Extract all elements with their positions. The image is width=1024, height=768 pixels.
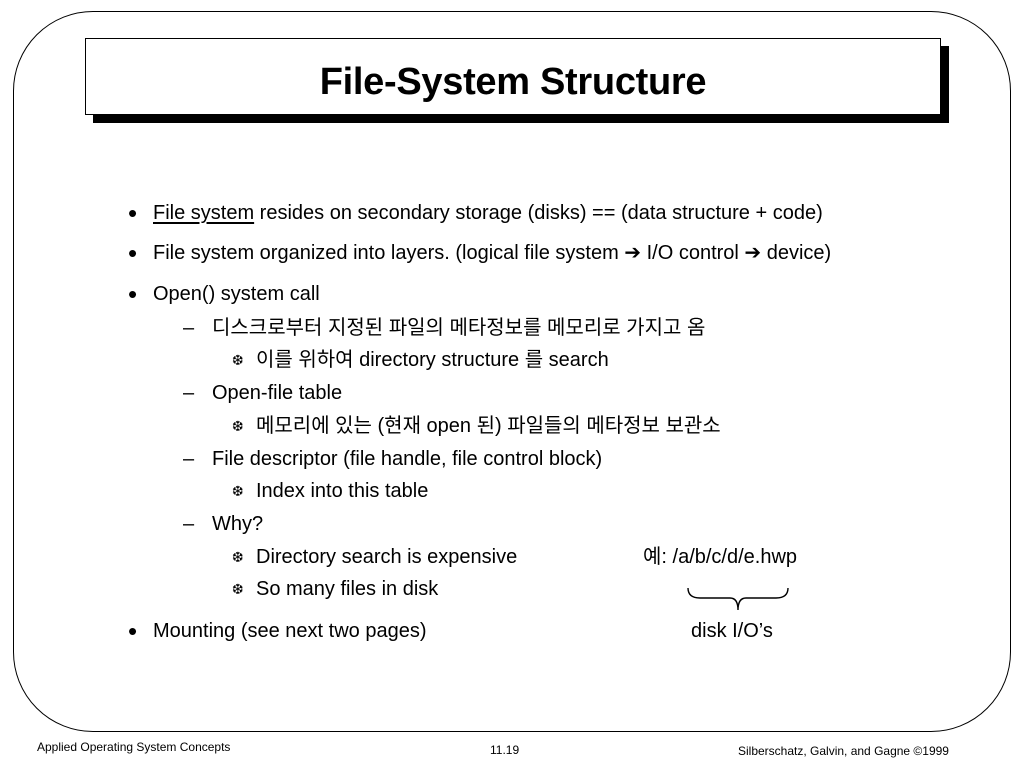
title-box: File-System Structure [85,38,941,115]
sub-item-why: Why? [212,513,264,535]
slide-title: File-System Structure [319,61,707,103]
right-arrow-icon: ➔ [624,242,642,264]
sub-sub-item: Directory search is expensive [256,546,518,568]
bullet-icon: • [128,198,138,228]
snowflake-bullet-icon: ❆ [232,418,244,434]
dash-icon: – [183,448,195,470]
sub-sub-item: 이를 위하여 directory structure 를 search [256,349,609,371]
rounded-frame [13,11,1011,732]
bullet-icon: • [128,279,138,309]
curly-brace-icon [687,587,789,611]
bullet-text: device) [761,242,832,264]
bullet-text: resides on secondary storage (disks) == … [254,202,823,224]
footer-authors: Silberschatz, Galvin, and Gagne ©1999 [738,744,949,758]
bullet-mounting: Mounting (see next two pages) [153,620,427,642]
dash-icon: – [183,317,195,339]
bullet-open-call: Open() system call [153,283,320,305]
sub-item-metadata: 디스크로부터 지정된 파일의 메타정보를 메모리로 가지고 옴 [212,317,706,339]
snowflake-bullet-icon: ❆ [232,549,244,565]
sub-item-file-descriptor: File descriptor (file handle, file contr… [212,448,603,470]
sub-sub-item: So many files in disk [256,578,439,600]
disk-io-label: disk I/O’s [691,620,773,642]
underlined-term: File system [153,202,255,224]
bullet-icon: • [128,616,138,646]
sub-sub-item: Index into this table [256,480,429,502]
bullet-text: File system organized into layers. (logi… [153,242,625,264]
path-example: 예: /a/b/c/d/e.hwp [643,546,798,568]
snowflake-bullet-icon: ❆ [232,352,244,368]
right-arrow-icon: ➔ [744,242,762,264]
sub-item-open-file-table: Open-file table [212,382,343,404]
bullet-layers: File system organized into layers. (logi… [153,241,831,265]
footer-page-number: 11.19 [490,743,520,757]
dash-icon: – [183,382,195,404]
snowflake-bullet-icon: ❆ [232,483,244,499]
footer-course: Applied Operating System Concepts [37,740,231,754]
bullet-icon: • [128,238,138,268]
sub-sub-item: 메모리에 있는 (현재 open 된) 파일들의 메타정보 보관소 [256,415,721,437]
dash-icon: – [183,513,195,535]
bullet-file-system: File system resides on secondary storage… [153,201,823,225]
bullet-text: I/O control [641,242,745,264]
snowflake-bullet-icon: ❆ [232,581,244,597]
